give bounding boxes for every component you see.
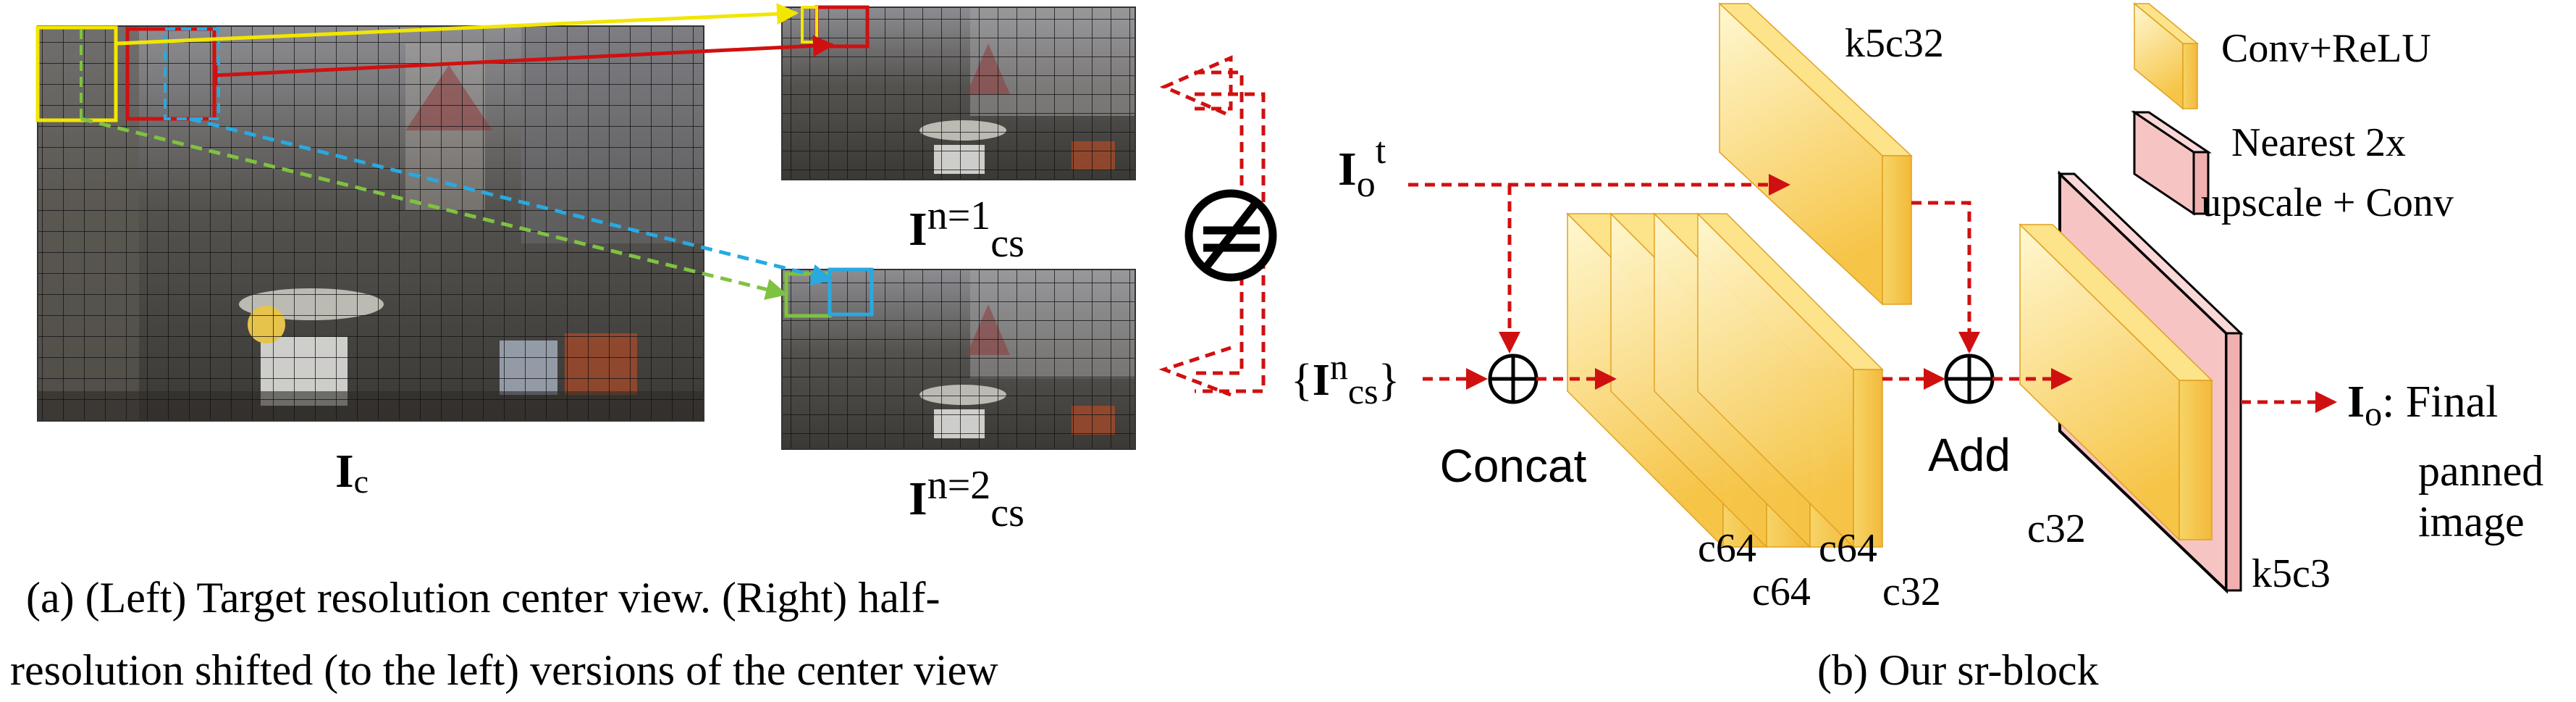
center-view-image — [35, 25, 704, 422]
shifted-image-n1 — [781, 5, 1136, 180]
legend: Conv+ReLU Nearest 2x upscale + Conv — [2131, 2, 2454, 225]
not-equal-glyph: ≠ — [1231, 246, 1232, 247]
input-ot-label: Iot — [1338, 130, 1386, 205]
output-text-panned: panned — [2418, 447, 2543, 495]
green-arrow — [80, 117, 788, 301]
output-text-image: image — [2418, 498, 2525, 546]
panel-b: k5c32 c64 c6 — [1291, 2, 2543, 694]
n1-image-label: In=1cs — [909, 193, 1024, 266]
yellow-highlight-box — [35, 25, 118, 122]
input-cs-label: {Incs} — [1291, 346, 1399, 411]
upscale-label: k5c3 — [2252, 551, 2331, 596]
concat-node — [1488, 354, 1539, 404]
caption-b: (b) Our sr-block — [1817, 646, 2099, 694]
legend-conv-relu-label: Conv+ReLU — [2221, 26, 2431, 71]
add-node — [1944, 354, 1995, 404]
add-label: Add — [1928, 429, 2011, 481]
legend-upscale-line2: upscale + Conv — [2201, 180, 2454, 225]
yellow-arrow — [117, 3, 799, 46]
conv-label-2: c64 — [1752, 569, 1811, 614]
top-conv-block — [1718, 2, 1913, 306]
red-arrow — [215, 35, 835, 78]
legend-conv-relu-swatch — [2132, 2, 2200, 110]
conv-stack — [1566, 212, 1884, 548]
conv-label-4: c32 — [1882, 569, 1941, 614]
legend-upscale-line1: Nearest 2x — [2231, 120, 2406, 165]
blue-arrow — [189, 117, 833, 285]
legend-upscale-swatch — [2131, 110, 2212, 216]
center-view-label: Ic — [335, 445, 369, 500]
flow-arrows — [1408, 174, 2337, 413]
output-conv-label: c32 — [2027, 506, 2086, 551]
panel-a: ≠ Ic In=1cs In=2cs (a) (Left) Target res… — [10, 3, 1277, 694]
conv-label-1: c64 — [1698, 526, 1756, 571]
output-label: Io: Final — [2347, 377, 2498, 433]
concat-label: Concat — [1440, 440, 1587, 492]
shifted-image-n2 — [781, 267, 1136, 450]
conv-block-4 — [1696, 212, 1884, 548]
n2-image-label: In=2cs — [909, 463, 1024, 535]
caption-a-line2: resolution shifted (to the left) version… — [10, 646, 998, 694]
not-equal-icon: ≠ — [1184, 189, 1277, 282]
caption-a-line1: (a) (Left) Target resolution center view… — [26, 574, 940, 622]
output-conv-block — [2019, 223, 2213, 541]
conv-label-3: c64 — [1819, 526, 1877, 571]
top-block-label: k5c32 — [1845, 21, 1944, 66]
